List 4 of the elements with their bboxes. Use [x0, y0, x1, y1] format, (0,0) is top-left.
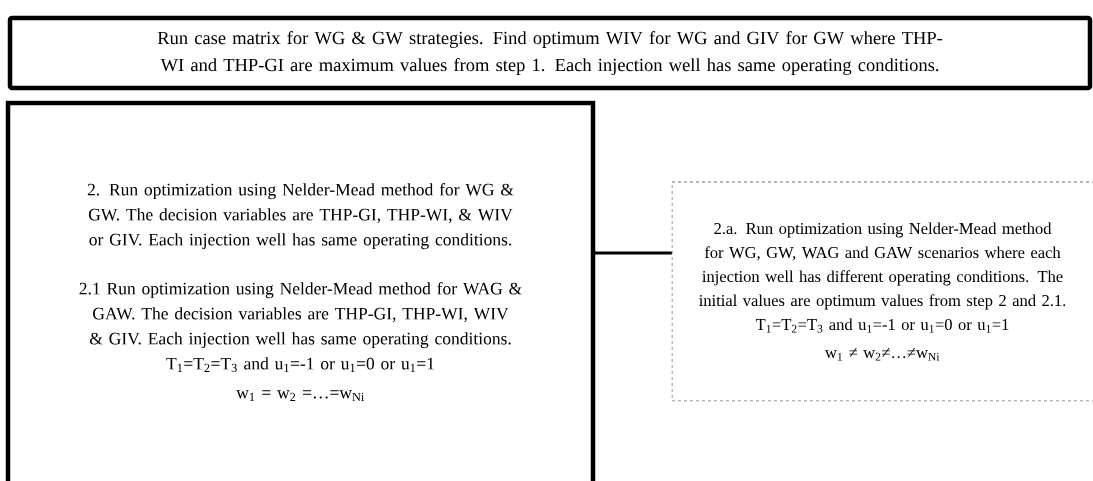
step-box: Run case matrix for WG & GW strategies. Find optimum WIV for WG and GIV for GW where THP-WI and THP-GI are maximum values from step 1. Each injection well has same operating conditions.	[7, 15, 1093, 91]
step-box: 2. Run optimization using Nelder-Mead method for WG & GW. The decision variables are THP-GI, THP-WI, & WIV or GIV. Each injection well has same operating conditions. 2.1 Run optimization using Nelder-Mead method for WAG & GAW. The decision variables are THP-GI, THP-WI, WIV & GIV. Each injection well has same operating conditions. T$_{1}$=T$_{2}$=T$_{3}$ and u$_{1}$=-1 or u$_{1}$=0 or u$_{1}$=1 w$_{1}$ = w$_{2}$ =…=w$_{Ni}$	[5, 100, 596, 481]
connector-line	[593, 251, 672, 255]
step-box: 2.a. Run optimization using Nelder-Mead method for WG, GW, WAG and GAW scenarios where each injection well has different operating conditions. The initial values are optimum values from step 2 and 2.1. T$_{1}$=T$_{2}$=T$_{3}$ and u$_{1}$=-1 or u$_{1}$=0 or u$_{1}$=1 w$_{1}$ ≠ w$_{2}$≠…≠w$_{Ni}$	[671, 181, 1093, 402]
